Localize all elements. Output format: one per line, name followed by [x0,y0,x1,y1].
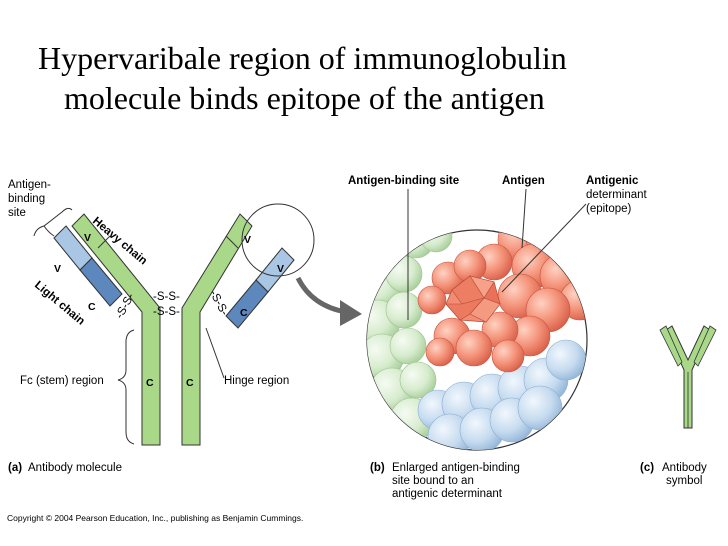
slide-title: Hypervaribale region of immunoglobulin m… [22,38,722,118]
antigen-binding-site-label-3: site [8,207,26,219]
caption-a-letter: (a) [8,462,22,474]
caption-c-line-1: Antibody [662,462,707,474]
antigen-binding-site-label-2: binding [8,193,45,205]
antibody-molecule: V V V V C C C C -S-S- -S-S- -S-S- -S-S- … [8,179,315,474]
light-chain-right-c [225,279,269,329]
antigenic-determinant-label-3: (epitope) [586,203,632,215]
fc-region-brace [117,329,135,445]
heavy-c-right-label: C [186,377,194,389]
light-chain-left-c [79,257,123,307]
binding-site-highlight-circle [241,203,315,277]
light-chain-label: Light chain [32,279,87,328]
heavy-c-left-label: C [146,377,154,389]
light-c-left-label: C [88,301,96,313]
enlarged-binding-site: Antigen-binding site Antigen Antigenic d… [348,175,648,500]
binding-site-brace [33,207,73,237]
fc-region-label: Fc (stem) region [20,375,104,387]
enlarged-binding-site-label: Antigen-binding site [348,175,459,187]
light-v-right-label: V [277,263,284,275]
caption-b-letter: (b) [370,462,385,474]
magnify-arrow [295,276,362,326]
disulfide-bond-right: -S-S- [207,288,230,317]
antibody-symbol: (c) Antibody symbol [640,325,717,487]
antigen-binding-site-label-1: Antigen- [8,179,51,191]
caption-c-letter: (c) [640,462,654,474]
copyright-notice: Copyright © 2004 Pearson Education, Inc.… [7,513,304,523]
title-line-1: Hypervaribale region of immunoglobulin [38,40,567,76]
caption-a: Antibody molecule [28,462,122,474]
heavy-v-left-label: V [84,232,91,244]
heavy-chain-left [71,213,161,446]
antigen-atoms [417,230,587,373]
caption-b-line-3: antigenic determinant [392,488,503,500]
hinge-region-label: Hinge region [224,375,289,387]
antigenic-determinant-label-2: determinant [586,189,648,201]
antigenic-determinant-label-1: Antigenic [586,175,639,187]
caption-c-line-2: symbol [666,475,702,487]
disulfide-bond-1: -S-S- [153,291,180,303]
title-line-2: molecule binds epitope of the antigen [64,80,545,116]
heavy-v-right-label: V [244,234,251,246]
disulfide-bond-2: -S-S- [153,306,180,318]
light-c-right-label: C [240,307,248,319]
light-v-left-label: V [54,263,61,275]
antigen-label: Antigen [502,175,545,187]
heavy-chain-right [181,213,253,446]
epitope-structure [445,275,501,323]
caption-b-line-1: Enlarged antigen-binding [392,462,520,474]
caption-b-line-2: site bound to an [392,475,474,487]
